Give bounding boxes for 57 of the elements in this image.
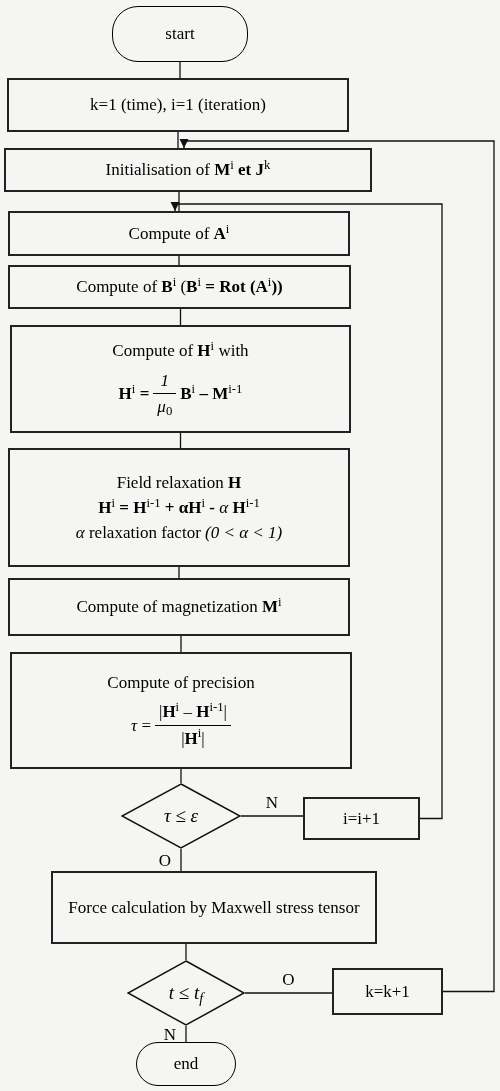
process-box (8, 578, 350, 636)
process-box (303, 797, 420, 840)
step-label: Compute of A$^{i}$ (128, 222, 230, 245)
connector-line (179, 61, 181, 79)
fraction-numerator: |H$^{i}$ – H$^{i-1}$| (157, 699, 228, 724)
formula-text: H$^{i}$ = H$^{i-1}$ + αH$^{i}$ - αH$^{i-1}$ (98, 496, 260, 519)
formula-text: α relaxation factor (0 < α < 1) (75, 522, 283, 544)
formula-text: B$^{i}$ – M$^{i-1}$ (180, 381, 243, 405)
process-box (8, 211, 350, 256)
connector-line (180, 848, 182, 872)
connector-line (178, 566, 180, 579)
step-label: i=i+1 (342, 807, 381, 830)
connector-line (178, 255, 180, 266)
step-label: Compute of precision (107, 671, 255, 694)
terminal-shape (112, 6, 248, 62)
connector-line (244, 992, 333, 994)
step-label: Force calculation by Maxwell stress tensor (68, 896, 360, 919)
process-box (8, 448, 350, 567)
connector-line (177, 131, 179, 149)
fraction-denominator: μ$_{0}$ (156, 396, 174, 420)
process-box (332, 968, 443, 1015)
edge-label: O (158, 851, 172, 869)
step-label: k=k+1 (365, 980, 410, 1003)
process-box (4, 148, 372, 192)
connector-line (185, 1025, 187, 1043)
step-label: Compute of magnetization M$^{i}$ (76, 596, 282, 618)
step-label: Initialisation of M$^{i}$ et J$^{k}$ (105, 159, 271, 181)
step-label: Field relaxation H (116, 471, 242, 493)
connector-line (240, 815, 304, 817)
connector-line (179, 138, 495, 993)
process-box (10, 325, 351, 433)
step-label: k=1 (time), i=1 (iteration) (90, 94, 266, 116)
connector-line (180, 768, 182, 784)
fraction-denominator: |H$^{i}$| (180, 725, 206, 750)
step-label: Compute of H$^{i}$ with (112, 338, 249, 363)
step-label: end (173, 1053, 199, 1075)
connector-line (170, 201, 443, 820)
process-box (51, 871, 377, 944)
decision-diamond (121, 783, 241, 849)
step-label: t ≤ t$_{f}$ (168, 981, 204, 1005)
formula-text: τ = (131, 714, 151, 737)
process-box (10, 652, 352, 769)
edge-label: O (282, 970, 295, 988)
terminal-shape (136, 1042, 236, 1086)
formula-text: H$^{i}$ = (118, 381, 150, 405)
connector-line (178, 191, 180, 212)
connector-line (180, 635, 182, 653)
edge-label: N (163, 1025, 177, 1043)
process-box (8, 265, 351, 309)
edge-label: N (265, 793, 279, 811)
step-label: Compute of B$^{i}$ (B$^{i}$ = Rot (A$^{i}$)) (76, 276, 283, 298)
connector-line (185, 943, 187, 961)
decision-diamond (127, 960, 245, 1026)
step-label: start (165, 23, 195, 45)
fraction-numerator: 1 (159, 369, 171, 392)
step-label: τ ≤ ε (163, 804, 199, 828)
process-box (7, 78, 349, 132)
